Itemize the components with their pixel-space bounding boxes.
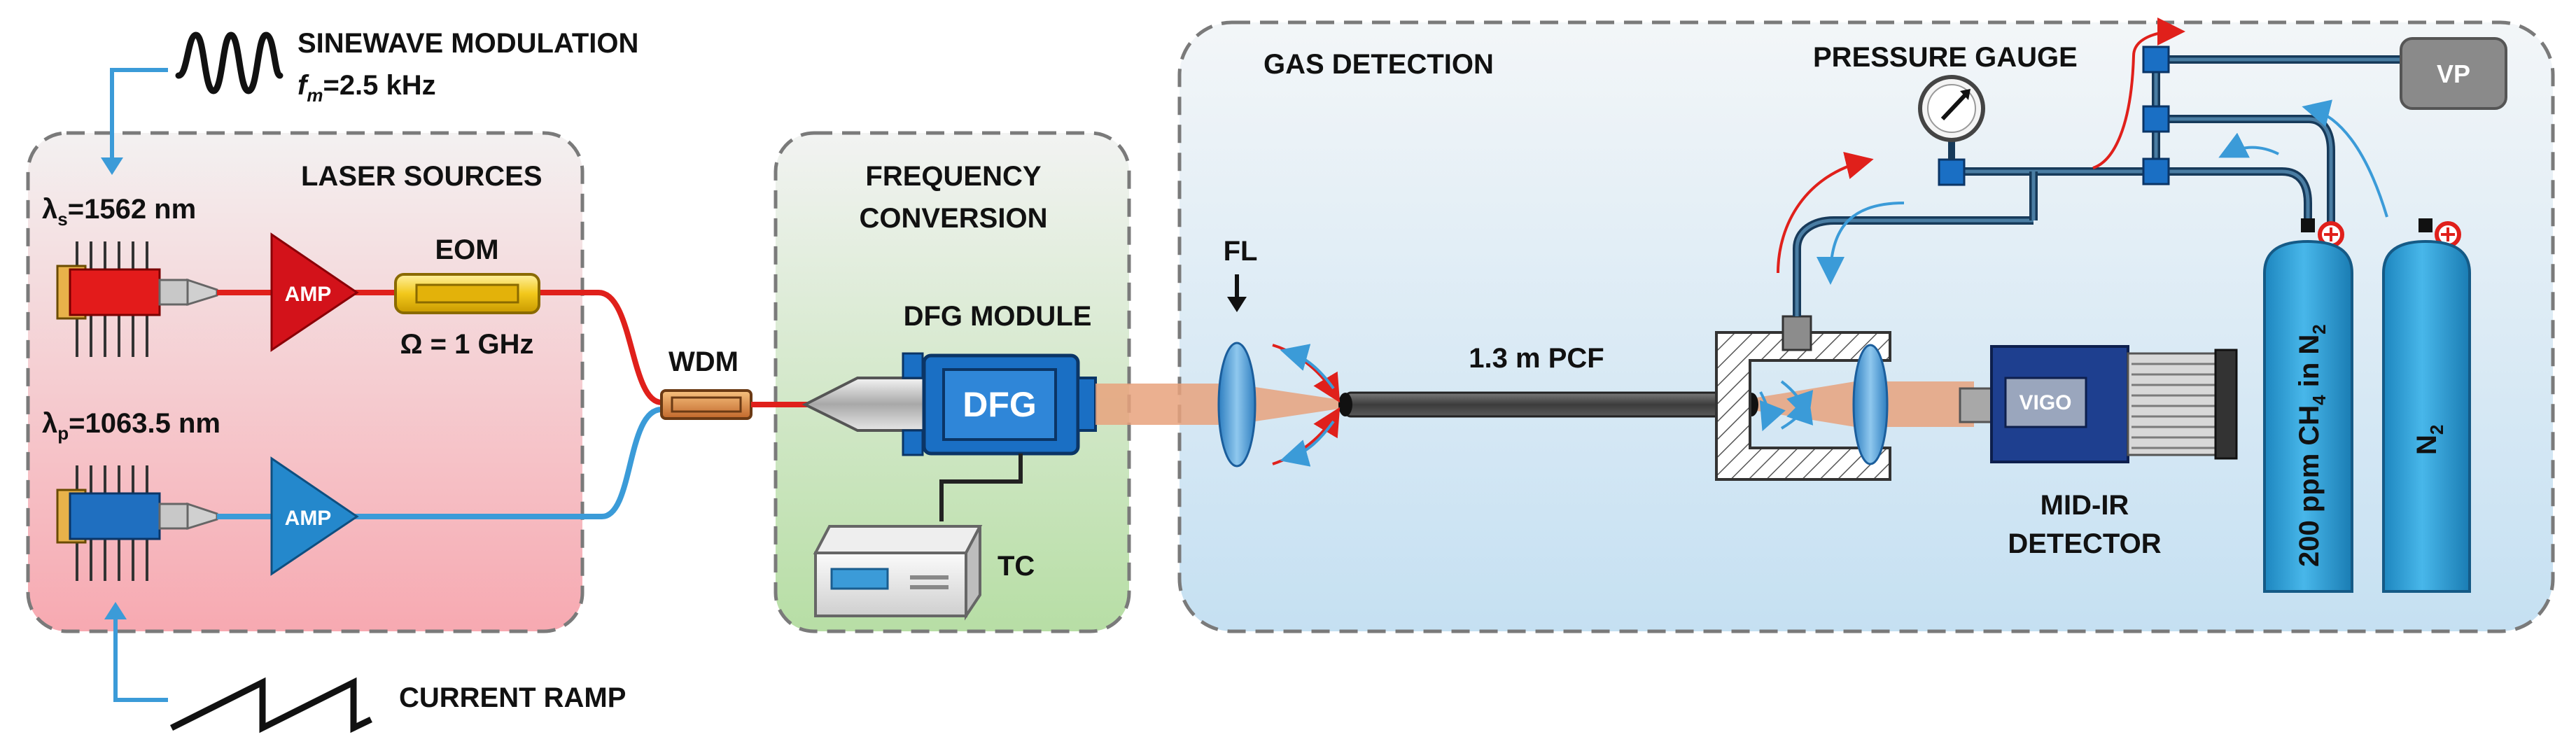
n2-cylinder-label: N2 [2412, 425, 2447, 455]
sinewave-icon [175, 31, 284, 94]
vigo-label: VIGO [2019, 391, 2071, 414]
manifold-valve-2 [2142, 105, 2170, 133]
vp-label: VP [2437, 59, 2470, 88]
ramp-arrow [113, 616, 168, 702]
omega-label: Ω = 1 GHz [400, 329, 533, 360]
tc-label: TC [997, 551, 1035, 582]
current-ramp-label: CURRENT RAMP [399, 682, 626, 713]
pressure-gauge-icon [1918, 75, 1985, 142]
laser-sources-title: LASER SOURCES [301, 161, 542, 192]
sinewave-arrow [110, 68, 168, 161]
modulation-frequency-label: fm=2.5 kHz [298, 70, 436, 106]
amp-top-label: AMP [285, 283, 332, 306]
ch4-cylinder-label: 200 ppm CH4 in N2 [2294, 324, 2330, 567]
eom-label: EOM [435, 234, 498, 265]
focusing-lens [1217, 342, 1256, 468]
mid-ir-detector [1959, 345, 2238, 463]
amp-bottom-label: AMP [285, 507, 332, 530]
sinewave-modulation-label: SINEWAVE MODULATION [298, 28, 638, 59]
gas-detection-title: GAS DETECTION [1264, 49, 1494, 80]
hollow-core-fiber [1344, 391, 1753, 418]
signal-wavelength-label: λs=1562 nm [42, 194, 196, 230]
mid-ir-label-2: DETECTOR [2008, 528, 2161, 559]
fl-label: FL [1224, 236, 1258, 267]
frequency-conversion-title-2: CONVERSION [860, 203, 1048, 234]
amplifier-bottom [270, 456, 359, 576]
pressure-gauge-label: PRESSURE GAUGE [1813, 42, 2078, 73]
pump-laser-diode [56, 465, 218, 581]
mid-ir-label-1: MID-IR [2040, 490, 2129, 521]
ch4-cylinder [2263, 218, 2353, 593]
sawtooth-icon [169, 677, 372, 734]
gauge-connector [1938, 158, 1966, 186]
gas-cell-port [1782, 315, 1812, 351]
dfg-module-label: DFG MODULE [904, 301, 1092, 332]
n2-cylinder [2382, 218, 2471, 593]
amplifier-top [270, 232, 359, 352]
wdm-coupler [660, 389, 752, 420]
tc-cable [939, 454, 1023, 521]
temperature-controller [813, 525, 983, 621]
frequency-conversion-title-1: FREQUENCY [865, 161, 1041, 192]
pump-wavelength-label: λp=1063.5 nm [42, 408, 220, 444]
sinewave-arrow-head [101, 157, 123, 175]
manifold-valve-1 [2142, 45, 2170, 73]
collimating-lens [1852, 344, 1889, 465]
pcf-label: 1.3 m PCF [1469, 343, 1604, 374]
dfg-label: DFG [962, 385, 1037, 424]
pump-fiber [217, 407, 662, 519]
vacuum-pump [2400, 37, 2507, 110]
ramp-arrow-head [104, 602, 127, 619]
manifold-valve-3 [2142, 157, 2170, 185]
wdm-label: WDM [668, 346, 738, 377]
